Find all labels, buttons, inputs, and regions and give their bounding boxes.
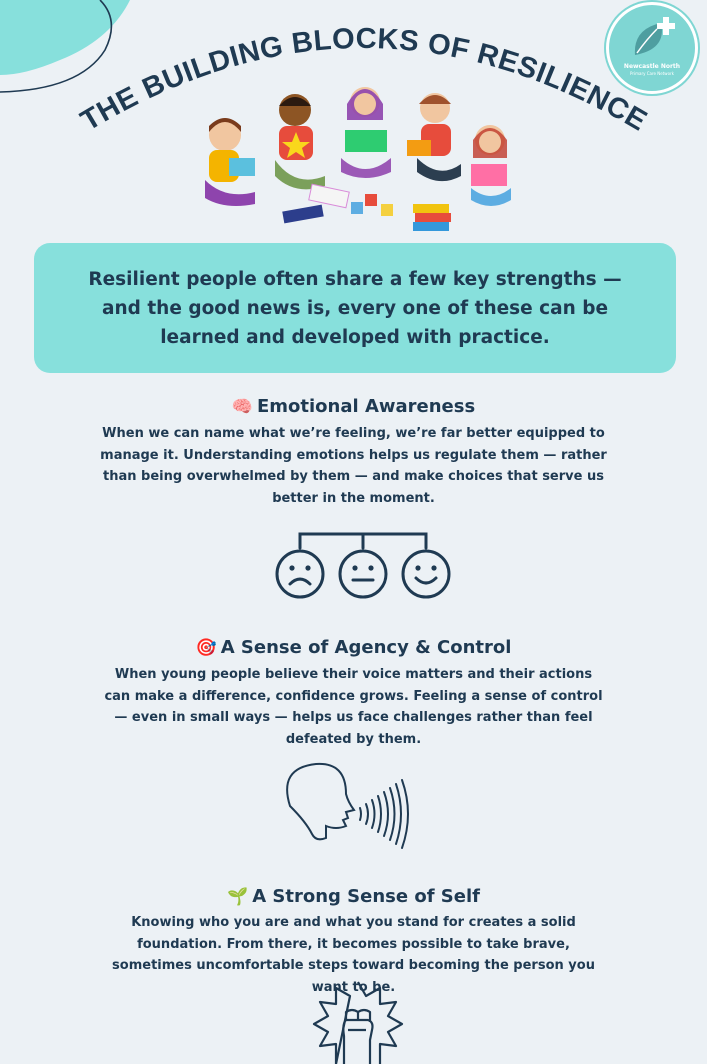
brain-icon: 🧠	[231, 397, 253, 417]
section-body-sense-of-self: Knowing who you are and what you stand f…	[112, 915, 595, 995]
target-icon: 🎯	[195, 638, 217, 658]
section-heading-text: Emotional Awareness	[256, 396, 476, 417]
seedling-icon: 🌱	[227, 887, 249, 907]
section-heading-sense-of-self: 🌱A Strong Sense of Self	[0, 886, 707, 907]
organisation-logo: Newcastle North Primary Care Network	[606, 2, 698, 94]
raised-fist-icon	[312, 981, 404, 1064]
logo-org-name: Newcastle North	[623, 63, 681, 70]
logo-org-subtitle: Primary Care Network	[630, 71, 674, 76]
section-heading-text: A Sense of Agency & Control	[220, 637, 512, 658]
children-reading-illustration	[205, 87, 511, 231]
speaking-head-icon	[286, 762, 409, 849]
section-heading-emotional-awareness: 🧠Emotional Awareness	[0, 396, 707, 417]
corner-decoration	[0, 0, 130, 93]
intro-callout: Resilient people often share a few key s…	[34, 243, 676, 373]
leaf-cross-icon	[634, 17, 675, 55]
section-heading-agency-control: 🎯A Sense of Agency & Control	[0, 637, 707, 658]
section-body-emotional-awareness: When we can name what we’re feeling, we’…	[100, 426, 607, 506]
section-heading-text: A Strong Sense of Self	[252, 886, 480, 907]
emotion-faces-icon	[275, 532, 451, 599]
intro-text: Resilient people often share a few key s…	[88, 269, 622, 348]
section-body-agency-control: When young people believe their voice ma…	[104, 667, 603, 747]
